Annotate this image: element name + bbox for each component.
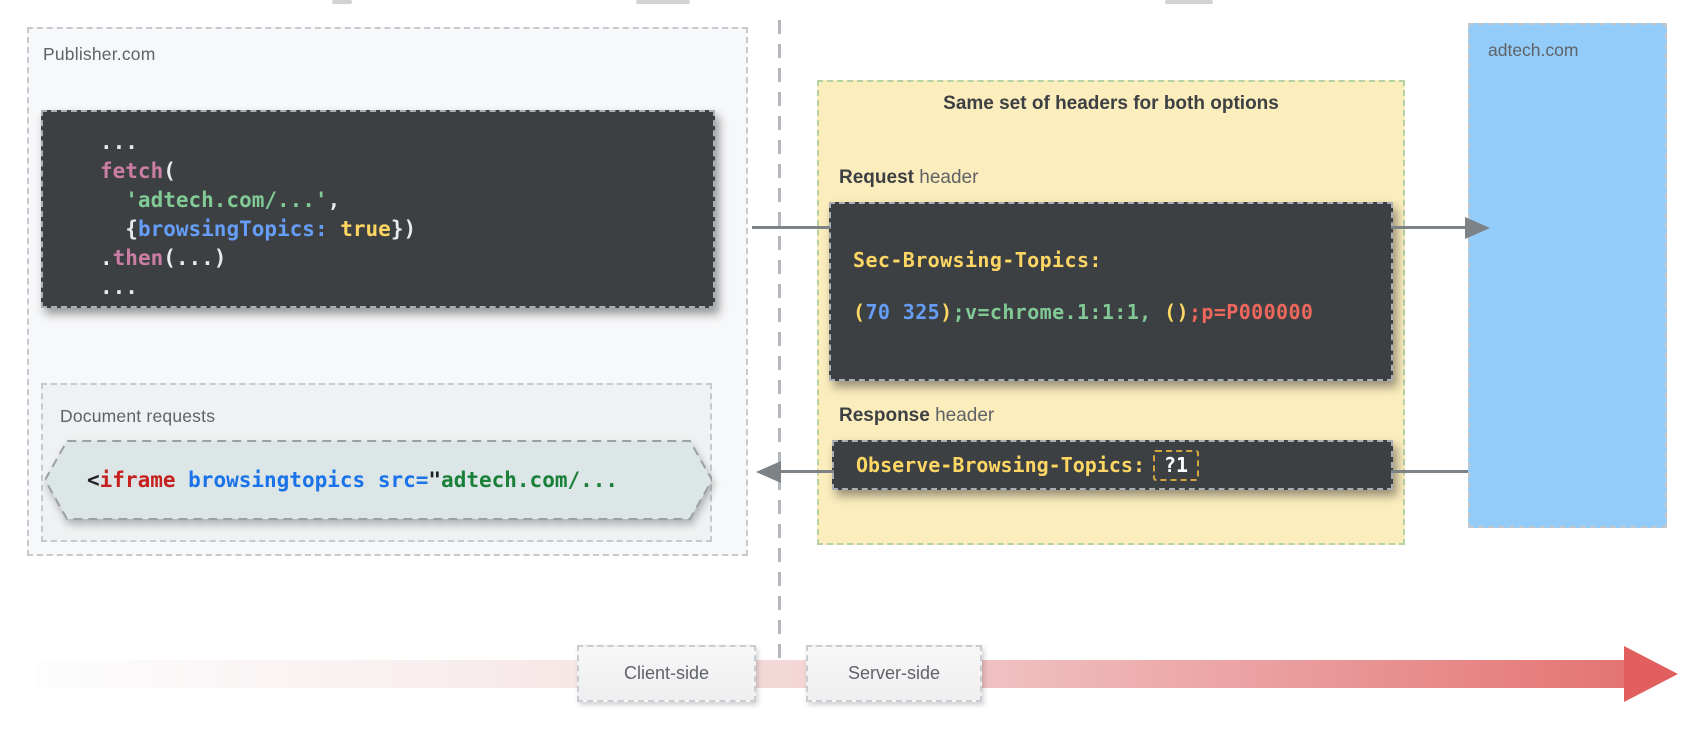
cropped-text-artifact	[1165, 0, 1213, 4]
publisher-to-request-line	[752, 226, 830, 229]
adtech-to-response-line	[1391, 470, 1468, 473]
fetch-code-block: ... fetch( 'adtech.com/...', {browsingTo…	[41, 110, 715, 308]
observe-flag-badge: ?1	[1152, 449, 1200, 481]
response-to-publisher-line	[779, 470, 834, 473]
client-side-label: Client-side	[623, 663, 710, 683]
response-header-label: Response header	[839, 405, 995, 426]
request-header-label: Request header	[839, 167, 979, 188]
iframe-tag: iframe	[99, 468, 176, 492]
publisher-label: Publisher.com	[43, 44, 156, 64]
response-header-code-block: Observe-Browsing-Topics: ?1	[832, 440, 1393, 490]
server-side-label: Server-side	[847, 663, 941, 683]
code-line: 'adtech.com/...',	[100, 188, 341, 212]
code-line: {browsingTopics: true})	[100, 217, 417, 241]
code-ellipsis: ...	[100, 275, 138, 299]
code-fetch: fetch	[100, 159, 164, 183]
iframe-url: adtech.com/...	[441, 468, 619, 492]
adtech-label: adtech.com	[1488, 40, 1579, 60]
request-header-code-block: Sec-Browsing-Topics: (70 325);v=chrome.1…	[829, 202, 1393, 381]
client-side-badge: Client-side	[577, 645, 756, 702]
code-then: then	[112, 246, 164, 270]
cropped-text-artifact	[332, 0, 352, 4]
padding-token: ;p=P000000	[1188, 300, 1314, 324]
code-true-value: true	[327, 217, 391, 241]
code-line: fetch(	[100, 159, 176, 183]
iframe-hexagon	[45, 440, 712, 520]
code-line: .then(...)	[100, 246, 227, 270]
topic-ids: 70 325	[865, 300, 941, 324]
code-ellipsis: ...	[100, 130, 138, 154]
code-line: ...	[100, 273, 713, 302]
arrowhead-right-icon	[1465, 217, 1490, 239]
version-token: ;v=chrome.1:1:1,	[952, 300, 1152, 324]
headers-panel-title: Same set of headers for both options	[943, 93, 1279, 114]
timeline-arrowhead-icon	[1624, 646, 1678, 702]
cropped-text-artifact	[636, 0, 690, 4]
iframe-code-line: <iframe browsingtopics src="adtech.com/.…	[87, 468, 619, 492]
server-side-badge: Server-side	[806, 645, 982, 702]
request-to-adtech-line	[1391, 226, 1467, 229]
code-line: ...	[100, 128, 713, 157]
code-browsingtopics-key: browsingTopics:	[137, 217, 328, 241]
response-header-name: Observe-Browsing-Topics:	[856, 453, 1145, 477]
request-header-value: (70 325);v=chrome.1:1:1, ();p=P000000	[853, 300, 1314, 324]
code-url-string: 'adtech.com/...'	[100, 188, 328, 212]
arrowhead-left-icon	[756, 461, 781, 483]
src-attr: src=	[377, 468, 429, 492]
client-server-divider	[778, 20, 781, 668]
document-requests-label: Document requests	[60, 406, 216, 426]
browsingtopics-attr: browsingtopics	[175, 468, 378, 492]
adtech-box	[1468, 23, 1667, 528]
request-header-name: Sec-Browsing-Topics:	[853, 248, 1102, 272]
